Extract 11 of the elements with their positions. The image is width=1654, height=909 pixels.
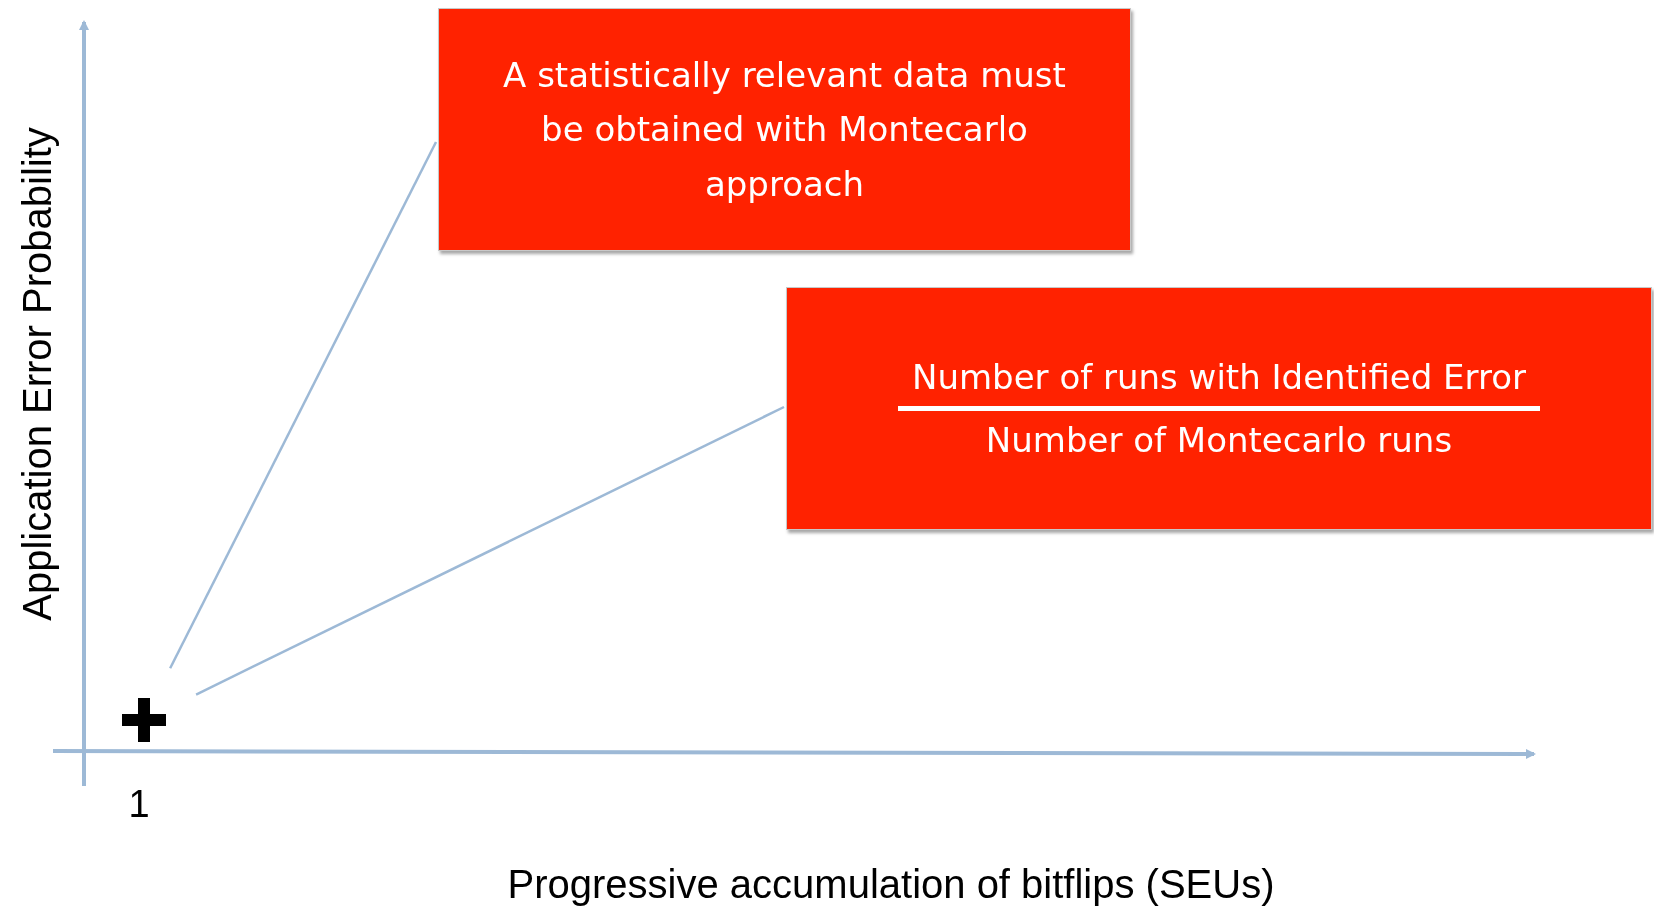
data-point-marker (122, 698, 166, 742)
callout-box (438, 8, 1131, 251)
leader-line (169, 141, 438, 669)
callout-text: A statistically relevant data must be obtained with Montecarlo approach (502, 53, 1067, 206)
formula-box (786, 287, 1652, 530)
axis-title: Progressive accumulation of bitflips (SEUs) (507, 861, 1275, 907)
leader-line (195, 405, 785, 696)
formula-term: Number of Montecarlo runs (985, 419, 1453, 462)
formula-term: Number of runs with Identified Error (912, 355, 1526, 399)
axis-title: Application Error Probability (14, 127, 60, 621)
tick-label: 1 (128, 782, 150, 826)
